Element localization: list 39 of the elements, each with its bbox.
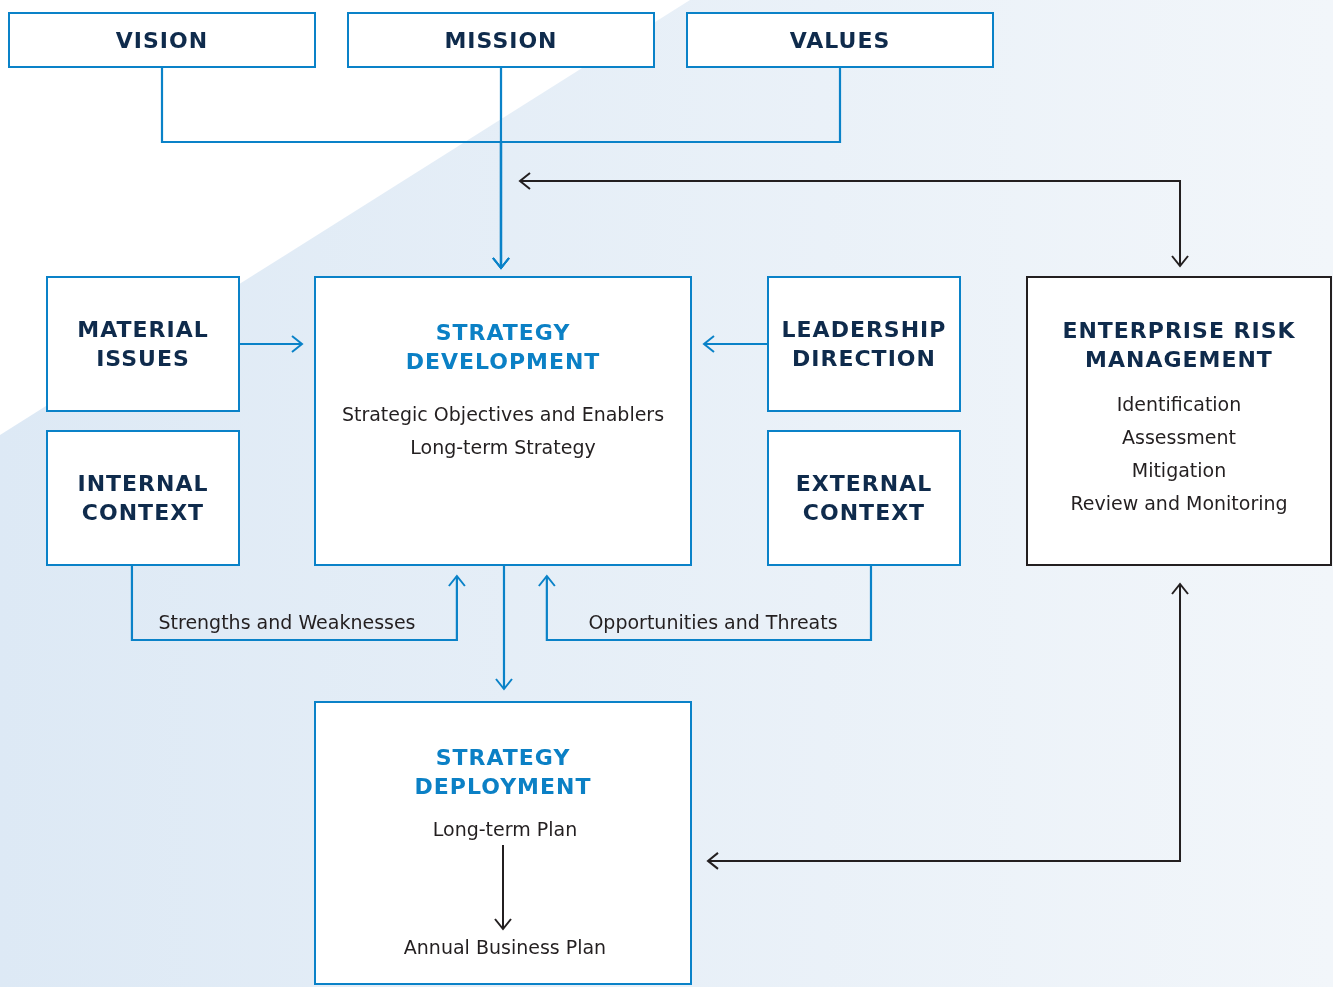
box-heading: STRATEGY DEPLOYMENT [413, 744, 593, 801]
box-text: Assessment [1122, 425, 1236, 450]
arrow [707, 583, 1189, 870]
arrow [240, 335, 303, 353]
box-heading: LEADERSHIP DIRECTION [780, 316, 948, 373]
arrow [537, 566, 873, 642]
arrow [703, 335, 767, 353]
process-box [46, 430, 240, 566]
process-box [767, 276, 961, 412]
box-heading: VISION [115, 26, 209, 55]
box-text: Mitigation [1131, 458, 1227, 483]
process-box [314, 701, 692, 985]
box-text: Review and Monitoring [1070, 491, 1288, 516]
edge-label: Opportunities and Threats [588, 611, 838, 633]
process-box [8, 12, 316, 68]
box-text: Long-term Strategy [410, 435, 596, 460]
arrow [130, 566, 466, 642]
arrow [495, 566, 513, 690]
box-heading: INTERNAL CONTEXT [76, 470, 210, 527]
arrow [492, 68, 842, 269]
process-box [1026, 276, 1332, 566]
box-heading: VALUES [789, 26, 891, 55]
box-heading: MISSION [444, 26, 558, 55]
box-heading: STRATEGY DEVELOPMENT [404, 319, 602, 376]
box-heading: EXTERNAL CONTEXT [794, 470, 934, 527]
box-heading: ENTERPRISE RISK MANAGEMENT [1061, 317, 1297, 374]
box-text: Identification [1116, 392, 1242, 417]
process-box [314, 276, 692, 566]
plan-label: Long-term Plan [405, 815, 605, 843]
arrow [494, 844, 512, 930]
box-heading: MATERIAL ISSUES [76, 316, 210, 373]
box-text: Strategic Objectives and Enablers [341, 402, 665, 427]
arrow [519, 172, 1189, 267]
process-box [46, 276, 240, 412]
edge-label: Strengths and Weaknesses [158, 611, 416, 633]
process-box [767, 430, 961, 566]
process-box [347, 12, 655, 68]
process-box [686, 12, 994, 68]
plan-label: Annual Business Plan [380, 933, 630, 961]
